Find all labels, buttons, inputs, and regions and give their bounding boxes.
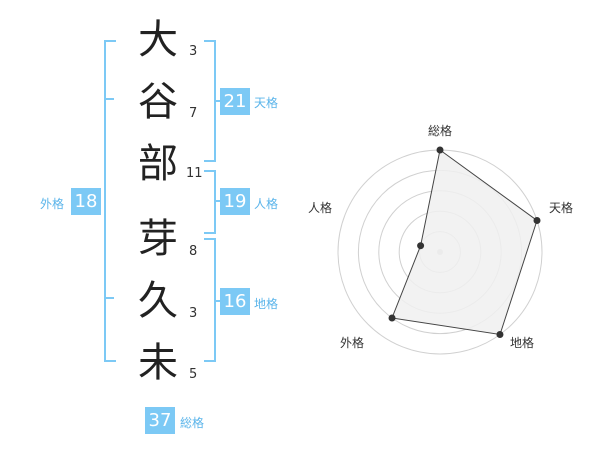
stroke-count-1: 3 bbox=[189, 44, 198, 59]
gaikaku-label: 外格 bbox=[40, 197, 65, 211]
name-char-2: 谷 bbox=[138, 79, 178, 125]
name-char-6: 未 bbox=[138, 340, 178, 386]
radar-point bbox=[388, 314, 396, 322]
radar-point bbox=[436, 146, 444, 154]
gaikaku-bracket-tick-bottom bbox=[104, 297, 114, 299]
gaikaku-bracket-tick-top bbox=[104, 98, 114, 100]
radar-point bbox=[496, 331, 504, 339]
tenkaku-label: 天格 bbox=[254, 96, 279, 110]
tenkaku-value: 21 bbox=[220, 88, 250, 115]
soukaku-label: 総格 bbox=[180, 416, 205, 430]
tenkaku-connector bbox=[214, 100, 222, 102]
radar-axis-label-jinkaku: 人格 bbox=[308, 201, 333, 215]
stroke-count-4: 8 bbox=[189, 244, 198, 259]
stroke-count-5: 3 bbox=[189, 306, 198, 321]
jinkaku-bracket bbox=[204, 170, 216, 234]
gaikaku-value: 18 bbox=[71, 188, 101, 215]
chikaku-value: 16 bbox=[220, 288, 250, 315]
stroke-count-2: 7 bbox=[189, 106, 198, 121]
stroke-count-6: 5 bbox=[189, 367, 198, 382]
radar-axis-label-soukaku: 総格 bbox=[428, 124, 453, 138]
name-char-4: 芽 bbox=[138, 216, 178, 262]
chikaku-label: 地格 bbox=[254, 297, 279, 311]
jinkaku-value: 19 bbox=[220, 188, 250, 215]
soukaku-value: 37 bbox=[145, 407, 175, 434]
radar-axis-label-tenkaku: 天格 bbox=[549, 201, 574, 215]
name-char-5: 久 bbox=[138, 278, 178, 324]
radar-polygon bbox=[391, 149, 538, 336]
jinkaku-label: 人格 bbox=[254, 197, 279, 211]
radar-point bbox=[533, 216, 541, 224]
radar-points bbox=[388, 146, 541, 339]
name-char-1: 大 bbox=[138, 17, 178, 63]
radar-axis-label-gaikaku: 外格 bbox=[340, 336, 365, 350]
stroke-count-3: 11 bbox=[186, 166, 203, 181]
jinkaku-connector bbox=[214, 200, 222, 202]
radar-point bbox=[417, 242, 425, 250]
radar-axis-label-chikaku: 地格 bbox=[510, 336, 535, 350]
name-char-3: 部 bbox=[138, 141, 178, 187]
gaikaku-bracket bbox=[104, 40, 116, 362]
chikaku-connector bbox=[214, 300, 222, 302]
